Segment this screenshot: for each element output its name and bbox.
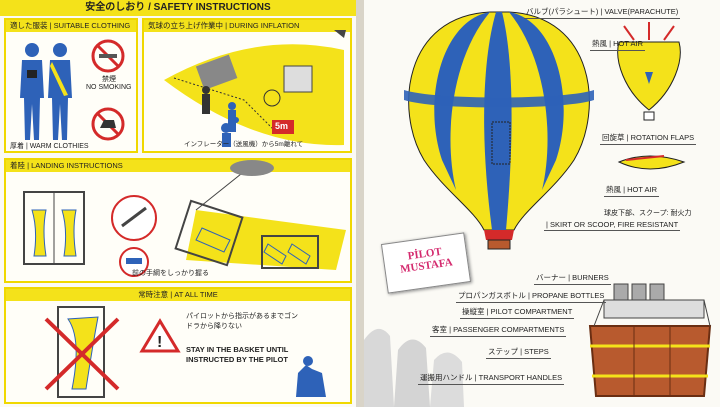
- label-skirt: | SKIRT OR SCOOP, FIRE RESISTANT: [544, 220, 681, 231]
- clothing-title: 適した服装 | SUITABLE CLOTHING: [6, 20, 136, 32]
- label-hot-air-top: 熱風 | HOT AIR: [590, 38, 645, 51]
- svg-text:!: !: [157, 334, 162, 351]
- inflator-note: インフレーター（送風機）から5m離れて: [184, 141, 304, 148]
- no-smoking-jp: 禁煙: [102, 76, 116, 83]
- inflation-title: 気球の立ち上げ作業中 | DURING INFLATION: [144, 20, 350, 32]
- clothing-illustration: [20, 39, 125, 141]
- label-burners: バーナー | BURNERS: [534, 272, 611, 285]
- label-valve: バルブ(パラシュート) | VALVE(PARACHUTE): [524, 6, 681, 19]
- page-header: 安全のしおり / SAFETY INSTRUCTIONS: [0, 0, 356, 16]
- landing-caption: 前の手綱をしっかり握る: [132, 270, 209, 277]
- label-pilot-compartment: 操縦室 | PILOT COMPARTMENT: [460, 306, 575, 319]
- label-hot-air-mid: 熱風 | HOT AIR: [604, 184, 659, 197]
- label-steps: ステップ | STEPS: [486, 346, 551, 359]
- distance-5m: 5m: [275, 121, 289, 131]
- balloon-anatomy-page: バルブ(パラシュート) | VALVE(PARACHUTE) 熱風 | HOT …: [364, 0, 720, 407]
- label-rotation-flaps: 回旋草 | ROTATION FLAPS: [600, 132, 697, 145]
- label-transport: 運搬用ハンドル | TRANSPORT HANDLES: [418, 372, 565, 385]
- balloon-illustration: [364, 11, 712, 407]
- inflation-illustration: [164, 30, 346, 147]
- label-propane: プロパンガスボトル | PROPANE BOTTLES: [456, 290, 607, 303]
- no-smoking-label: NO SMOKING: [86, 84, 132, 91]
- clothing-panel: 適した服装 | SUITABLE CLOTHING 禁煙 NO SMOKING …: [4, 18, 138, 153]
- stay-line1: STAY IN THE BASKET UNTIL: [186, 345, 289, 354]
- safety-page: 安全のしおり / SAFETY INSTRUCTIONS 適した服装 | SUI…: [0, 0, 356, 407]
- always-title: 常時注意 | AT ALL TIME: [6, 289, 350, 301]
- label-passenger: 客室 | PASSENGER COMPARTMENTS: [430, 324, 567, 337]
- landing-illustration: [23, 160, 346, 277]
- stay-line2: INSTRUCTED BY THE PILOT: [186, 355, 288, 364]
- label-skirt-jp: 球皮下部、スクープ: 耐火力: [604, 210, 692, 217]
- always-panel: 常時注意 | AT ALL TIME ! パイロットから指示があるまでゴン ドラ…: [4, 287, 352, 404]
- stay-jp-line2: ドラから降りない: [186, 323, 242, 330]
- inflation-panel: 気球の立ち上げ作業中 | DURING INFLATION 5m インフレーター…: [142, 18, 352, 153]
- landing-panel: 着陸 | LANDING INSTRUCTIONS 前の手綱をしっかり握る: [4, 158, 352, 283]
- warm-clothes-label: 厚着 | WARM CLOTHIES: [10, 143, 89, 150]
- stay-jp-line1: パイロットから指示があるまでゴン: [186, 313, 298, 320]
- always-illustration: !: [44, 306, 326, 398]
